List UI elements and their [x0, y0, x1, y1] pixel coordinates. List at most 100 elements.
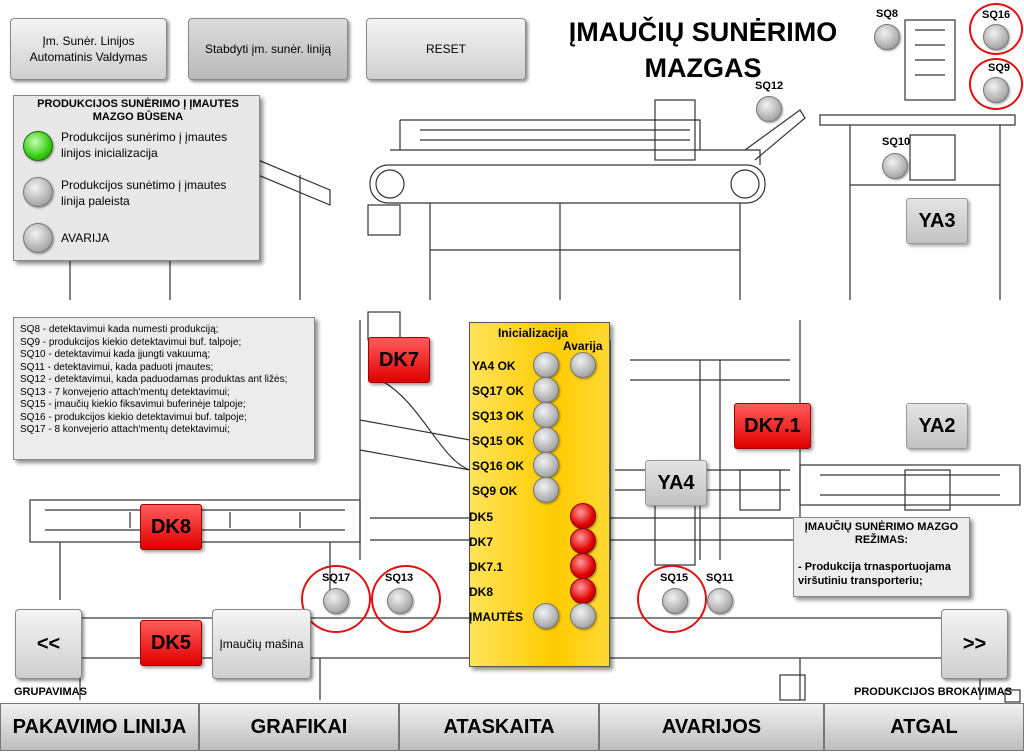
- init-row-label: SQ13 OK: [472, 409, 525, 423]
- legend-line: SQ16 - produkcijos kiekio detektavimui b…: [20, 411, 247, 423]
- mode-panel-text: - Produkcija trnasportuojama viršutiniu …: [798, 561, 951, 587]
- init-fault-label: DK5: [469, 510, 494, 524]
- sensor-label-sq17: SQ17: [322, 572, 351, 584]
- init-ok-lamp: [533, 352, 559, 378]
- init-panel-title: Inicializacija: [497, 326, 569, 340]
- legend-line: SQ15 - įmaučių kiekio fiksavimui buferin…: [20, 399, 246, 410]
- sensor-label-sq13: SQ13: [385, 572, 414, 584]
- init-row-label: YA4 OK: [472, 359, 516, 373]
- legend-line: SQ17 - 8 konvejerio attach'mentų detekta…: [20, 424, 230, 435]
- sensor-lamp-sq10[interactable]: [882, 153, 908, 179]
- status-lamp-alarm: [23, 223, 53, 253]
- init-fault-label: DK8: [469, 585, 494, 599]
- stop-line-label: Stabdyti įm. sunėr. liniją: [204, 42, 332, 56]
- sensor-legend-panel: SQ8 - detektavimui kada numesti produkci…: [13, 317, 315, 460]
- nav-ataskaita[interactable]: ATASKAITA: [399, 703, 599, 751]
- init-fault-lamp: [570, 578, 596, 604]
- sensor-label-sq12: SQ12: [755, 80, 784, 92]
- nav-grafikai[interactable]: GRAFIKAI: [199, 703, 399, 751]
- sensor-label-sq11: SQ11: [706, 572, 734, 584]
- page-title-line1: ĮMAUČIŲ SUNĖRIMO: [568, 17, 838, 47]
- init-ok-lamp: [533, 427, 559, 453]
- init-avarija-label: Avarija: [563, 339, 603, 353]
- nav-avarijos[interactable]: AVARIJOS: [599, 703, 824, 751]
- init-ok-lamp: [533, 402, 559, 428]
- highlight-ring-sq16: [969, 3, 1023, 55]
- status-panel-title: PRODUKCIJOS SUNĖRIMO Į ĮMAUTES MAZGO BŪS…: [37, 98, 239, 123]
- highlight-ring-sq9: [969, 58, 1023, 110]
- actuator-ya4[interactable]: YA4: [645, 460, 707, 506]
- sensor-label-sq15: SQ15: [660, 572, 689, 584]
- sensor-lamp-sq15[interactable]: [662, 588, 688, 614]
- drive-dk8[interactable]: DK8: [140, 504, 202, 550]
- sensor-lamp-sq8[interactable]: [874, 24, 900, 50]
- actuator-ya3[interactable]: YA3: [906, 198, 968, 244]
- nav-pakavimo-linija[interactable]: PAKAVIMO LINIJA: [0, 703, 199, 751]
- init-ok-lamp: [533, 477, 559, 503]
- page-title-line2: MAZGAS: [644, 53, 762, 83]
- status-lamp-init: [23, 131, 53, 161]
- prev-page-label: <<: [36, 633, 61, 655]
- legend-line: SQ13 - 7 konvejerio attach'mentų detekta…: [20, 386, 230, 398]
- init-imautes-lamp-1: [533, 603, 559, 629]
- sensor-label-sq8: SQ8: [876, 8, 899, 20]
- legend-line: SQ9 - produkcijos kiekio detektavimui bu…: [20, 336, 242, 348]
- highlight-ring-sq13: [371, 565, 441, 633]
- legend-line: SQ10 - detektavimui kada įjungti vakuumą…: [20, 349, 211, 360]
- reset-button[interactable]: RESET: [366, 18, 526, 80]
- sensor-label-sq9: SQ9: [988, 62, 1011, 74]
- init-imautes-label: ĮMAUTĖS: [469, 610, 523, 624]
- prev-page-button[interactable]: <<: [15, 609, 82, 679]
- imauciu-masina-label: Įmaučių mašina: [219, 637, 304, 651]
- highlight-ring-sq17: [301, 565, 371, 633]
- init-row-label: SQ17 OK: [472, 384, 525, 398]
- sensor-lamp-sq9[interactable]: [983, 77, 1009, 103]
- legend-line: SQ8 - detektavimui kada numesti produkci…: [20, 324, 219, 335]
- page-title: ĮMAUČIŲ SUNĖRIMO MAZGAS: [548, 14, 858, 86]
- status-label-init: Produkcijos sunėrimo į įmautes linijos i…: [61, 130, 228, 160]
- legend-line: SQ12 - detektavimui, kada paduodamas pro…: [20, 374, 288, 385]
- init-fault-label: DK7: [469, 535, 494, 549]
- reset-label: RESET: [425, 42, 466, 56]
- next-page-button[interactable]: >>: [941, 609, 1008, 679]
- init-fault-lamp: [570, 528, 596, 554]
- status-lamp-running: [23, 177, 53, 207]
- init-avarija-lamp: [570, 352, 596, 378]
- sensor-lamp-sq12[interactable]: [756, 96, 782, 122]
- auto-control-label: Įm. Sunėr. Linijos Automatinis Valdymas: [29, 34, 148, 64]
- init-fault-lamp: [570, 553, 596, 579]
- drive-dk7-1[interactable]: DK7.1: [734, 403, 811, 449]
- actuator-ya2[interactable]: YA2: [906, 403, 968, 449]
- status-label-running: Produkcijos sunėtimo į įmautes linija pa…: [61, 178, 227, 208]
- grupavimas-caption: GRUPAVIMAS: [14, 686, 87, 698]
- stop-line-button[interactable]: Stabdyti įm. sunėr. liniją: [188, 18, 348, 80]
- init-imautes-lamp-2: [570, 603, 596, 629]
- next-page-label: >>: [962, 633, 987, 655]
- status-panel: PRODUKCIJOS SUNĖRIMO Į ĮMAUTES MAZGO BŪS…: [13, 95, 260, 261]
- sensor-label-sq10: SQ10: [882, 136, 911, 148]
- legend-line: SQ11 - detektavimui, kada paduoti įmaute…: [20, 361, 214, 373]
- mode-panel: ĮMAUČIŲ SUNĖRIMO MAZGO REŽIMAS: - Produk…: [793, 517, 970, 597]
- sensor-lamp-sq16[interactable]: [983, 24, 1009, 50]
- drive-dk5[interactable]: DK5: [140, 620, 202, 666]
- brokavimas-caption: PRODUKCIJOS BROKAVIMAS: [854, 686, 1013, 698]
- init-ok-lamp: [533, 377, 559, 403]
- init-row-label: SQ15 OK: [472, 434, 525, 448]
- nav-atgal[interactable]: ATGAL: [824, 703, 1024, 751]
- sensor-lamp-sq11[interactable]: [707, 588, 733, 614]
- highlight-ring-sq15: [637, 565, 707, 633]
- status-label-alarm: AVARIJA: [61, 231, 110, 245]
- drive-dk7[interactable]: DK7: [368, 337, 430, 383]
- init-row-label: SQ16 OK: [472, 459, 525, 473]
- sensor-lamp-sq17[interactable]: [323, 588, 349, 614]
- init-ok-lamp: [533, 452, 559, 478]
- auto-control-button[interactable]: Įm. Sunėr. Linijos Automatinis Valdymas: [10, 18, 167, 80]
- imauciu-masina-button[interactable]: Įmaučių mašina: [212, 609, 311, 679]
- init-fault-label: DK7.1: [469, 560, 504, 574]
- sensor-lamp-sq13[interactable]: [387, 588, 413, 614]
- init-row-label: SQ9 OK: [472, 484, 518, 498]
- mode-panel-title: ĮMAUČIŲ SUNĖRIMO MAZGO REŽIMAS:: [804, 521, 959, 546]
- sensor-label-sq16: SQ16: [982, 9, 1011, 21]
- init-fault-lamp: [570, 503, 596, 529]
